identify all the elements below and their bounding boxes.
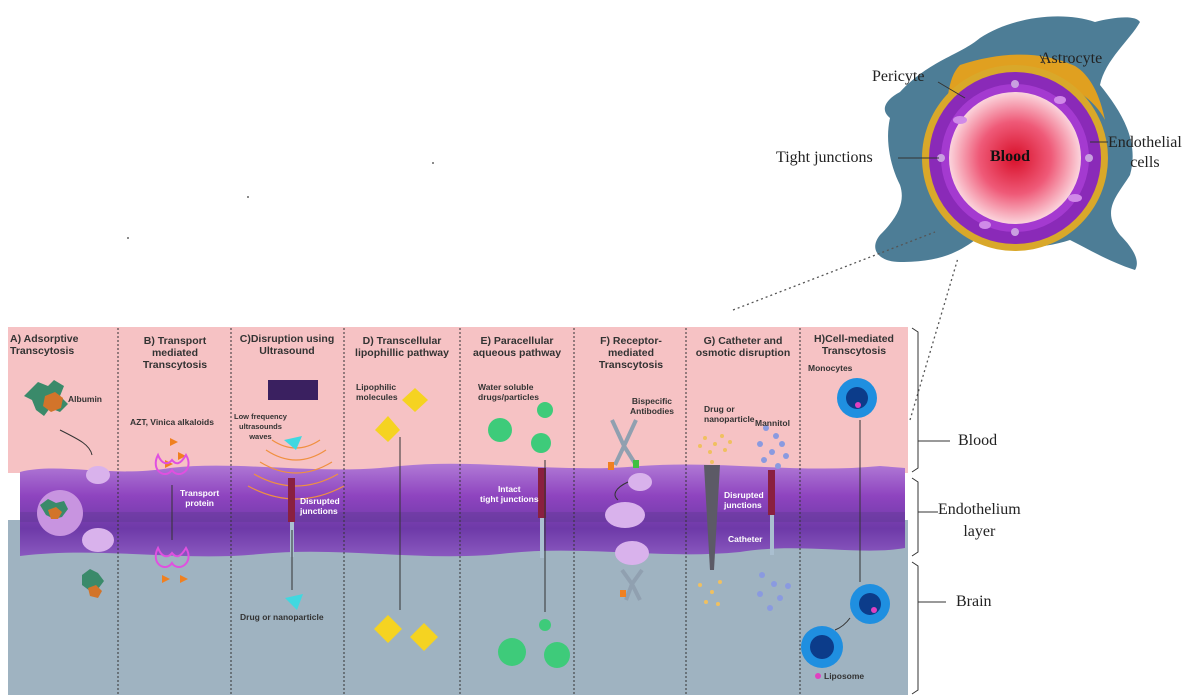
column-d-title: D) Transcellular lipophillic pathway [346, 335, 458, 359]
drug-nanoparticle-label: Drug or nanoparticle [240, 612, 324, 622]
brain-layer-label: Brain [956, 593, 992, 611]
endothelial-cells-label: Endothelial cells [1108, 133, 1182, 173]
column-a-title: A) Adsorptive Transcytosis [10, 333, 116, 357]
vesicle [605, 502, 645, 528]
liposome [871, 607, 877, 613]
vesicle [82, 528, 114, 552]
column-h-title: H)Cell-mediated Transcytosis [802, 333, 906, 357]
junction-stalk [770, 515, 774, 555]
endothelial-nucleus [1054, 96, 1066, 104]
pericyte-label: Pericyte [872, 68, 924, 86]
intact-tight-junctions-label: Intact tight junctions [480, 484, 539, 504]
antibody-tag [633, 460, 639, 468]
water-soluble-particle [544, 642, 570, 668]
stray-dot [127, 237, 129, 239]
vesicle [615, 541, 649, 565]
astrocyte-label: Astrocyte [1040, 50, 1102, 68]
tight-junction [1011, 228, 1019, 236]
disrupted-junctions-label-g: Disrupted junctions [724, 490, 764, 510]
mannitol-label: Mannitol [755, 418, 790, 428]
water-soluble-particle [539, 619, 551, 631]
lipophilic-label: Lipophilic molecules [356, 382, 398, 402]
monocyte-nucleus [810, 635, 834, 659]
drug-nanoparticle-label-g: Drug or nanoparticle [704, 404, 755, 424]
blood-lumen-label: Blood [990, 148, 1030, 166]
stray-dot [432, 162, 434, 164]
zoom-line-right [910, 258, 958, 420]
junction-stalk [540, 518, 544, 558]
disrupted-junctions-label: Disrupted junctions [300, 496, 340, 516]
tight-junction [1011, 80, 1019, 88]
column-g-title: G) Catheter and osmotic disruption [688, 335, 798, 359]
catheter-label: Catheter [728, 534, 762, 544]
ultrasound-probe [268, 380, 318, 400]
endothelium-layer-label: Endothelium layer [938, 499, 1021, 543]
zoom-line-left [733, 232, 935, 310]
water-soluble-particle [498, 638, 526, 666]
bispecific-antibodies-label: Bispecific Antibodies [630, 396, 674, 416]
liposome-label: Liposome [824, 671, 864, 681]
brain-bracket [912, 562, 946, 694]
vesicle [628, 473, 652, 491]
albumin-label: Albumin [68, 394, 102, 404]
liposome [855, 402, 861, 408]
column-c-title: C)Disruption using Ultrasound [232, 333, 342, 357]
water-soluble-particle [488, 418, 512, 442]
ultrasound-waves-label: Low frequency ultrasounds waves [234, 412, 287, 442]
column-b-title: B) Transport mediated Transcytosis [122, 335, 228, 371]
water-soluble-label: Water soluble drugs/particles [478, 382, 539, 402]
endothelium-bracket [912, 478, 938, 556]
vesicle [86, 466, 110, 484]
monocyte-nucleus [859, 593, 881, 615]
antibody-tag [620, 590, 626, 597]
blood-layer-label: Blood [958, 432, 997, 450]
tight-junction [1085, 154, 1093, 162]
transport-protein-label: Transport protein [180, 488, 219, 508]
endothelial-nucleus [1068, 194, 1082, 202]
antibody-tag [608, 462, 614, 470]
azt-label: AZT, Vinica alkaloids [130, 417, 214, 427]
column-e-title: E) Paracellular aqueous pathway [462, 335, 572, 359]
water-soluble-particle [531, 433, 551, 453]
endothelial-nucleus [953, 116, 967, 124]
disrupted-junction [288, 478, 295, 522]
monocytes-label: Monocytes [808, 363, 852, 373]
stray-dot [247, 196, 249, 198]
blood-bracket [912, 328, 950, 472]
endothelial-nucleus [979, 221, 991, 229]
water-soluble-particle [537, 402, 553, 418]
tight-junctions-label: Tight junctions [776, 149, 873, 167]
liposome-legend-dot [815, 673, 821, 679]
column-f-title: F) Receptor- mediated Transcytosis [578, 335, 684, 371]
disrupted-junction [768, 470, 775, 515]
